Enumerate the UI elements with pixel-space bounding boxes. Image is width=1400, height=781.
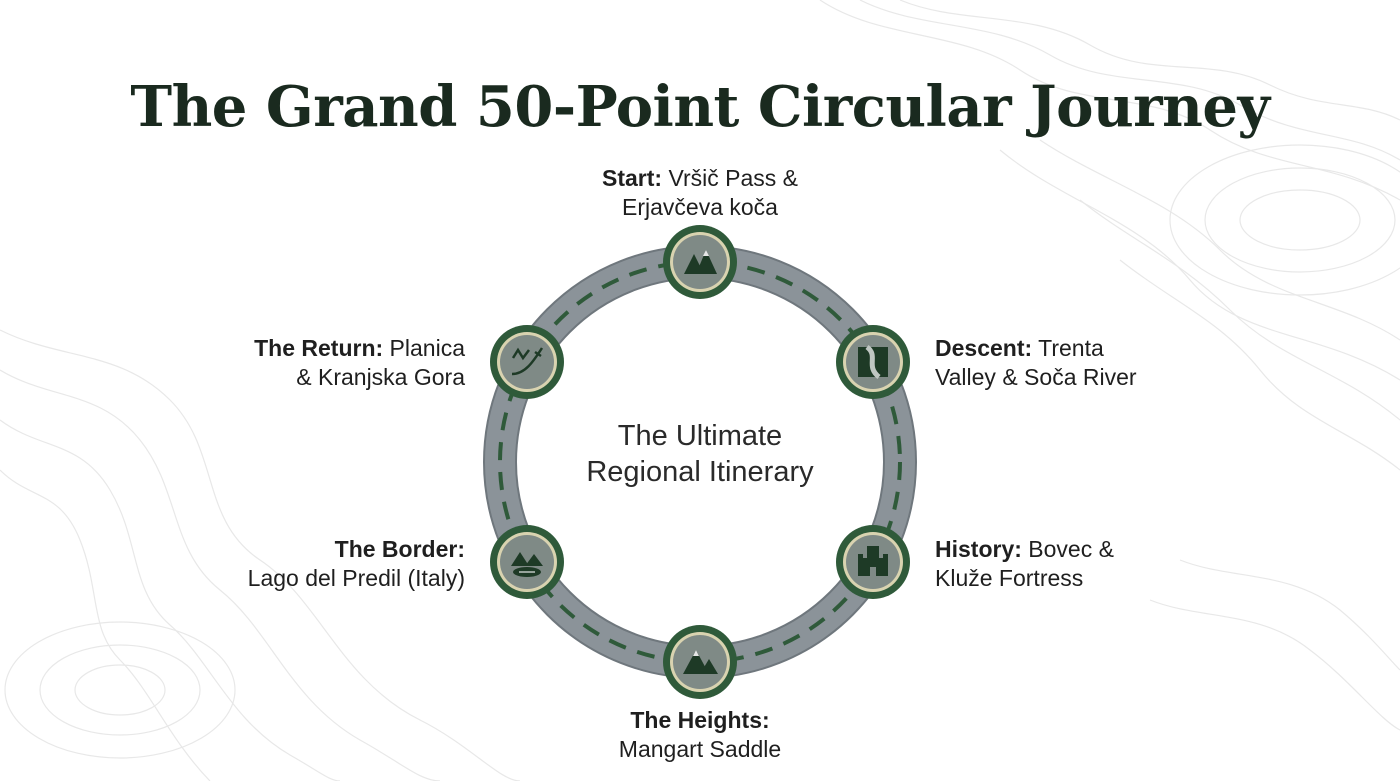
fortress-icon	[858, 546, 888, 576]
node-return	[490, 325, 564, 399]
center-label-line2: Regional Itinerary	[586, 456, 814, 488]
node-heights	[663, 625, 737, 699]
stop-label-heights: The Heights: Mangart Saddle	[540, 706, 860, 764]
lake-icon	[511, 552, 543, 577]
stop-return-bold: The Return:	[254, 335, 384, 361]
stop-label-border: The Border: Lago del Predil (Italy)	[165, 535, 465, 593]
stop-border-line2: Lago del Predil (Italy)	[247, 565, 465, 591]
center-label: The Ultimate Regional Itinerary	[540, 418, 860, 490]
stop-return-rest: Planica	[383, 335, 465, 361]
ski-jump-icon	[511, 347, 544, 376]
stop-start-rest: Vršič Pass &	[662, 165, 798, 191]
stop-label-return: The Return: Planica & Kranjska Gora	[165, 334, 465, 392]
stop-label-descent: Descent: Trenta Valley & Soča River	[935, 334, 1235, 392]
stop-return-line2: & Kranjska Gora	[296, 364, 465, 390]
stop-history-line2: Kluže Fortress	[935, 565, 1084, 591]
stop-start-line2: Erjavčeva koča	[622, 194, 778, 220]
stop-descent-bold: Descent:	[935, 335, 1033, 361]
stop-start-bold: Start:	[602, 165, 663, 191]
stop-label-start: Start: Vršič Pass & Erjavčeva koča	[540, 164, 860, 222]
river-valley-icon	[858, 345, 888, 379]
page-title: The Grand 50-Point Circular Journey	[130, 74, 1270, 140]
stop-heights-line2: Mangart Saddle	[618, 736, 782, 762]
node-descent	[836, 325, 910, 399]
stop-border-bold: The Border:	[334, 536, 465, 562]
twin-peaks-icon	[684, 250, 717, 274]
stop-label-history: History: Bovec & Kluže Fortress	[935, 535, 1235, 593]
stop-descent-line2: Valley & Soča River	[935, 364, 1137, 390]
node-border	[490, 525, 564, 599]
stop-history-rest: Bovec &	[1021, 536, 1114, 562]
center-label-line1: The Ultimate	[617, 420, 783, 452]
stop-history-bold: History:	[935, 536, 1022, 562]
stop-heights-bold: The Heights:	[630, 707, 770, 733]
node-history	[836, 525, 910, 599]
stop-descent-rest: Trenta	[1032, 335, 1104, 361]
mountain-icon	[683, 650, 718, 674]
node-start	[663, 225, 737, 299]
